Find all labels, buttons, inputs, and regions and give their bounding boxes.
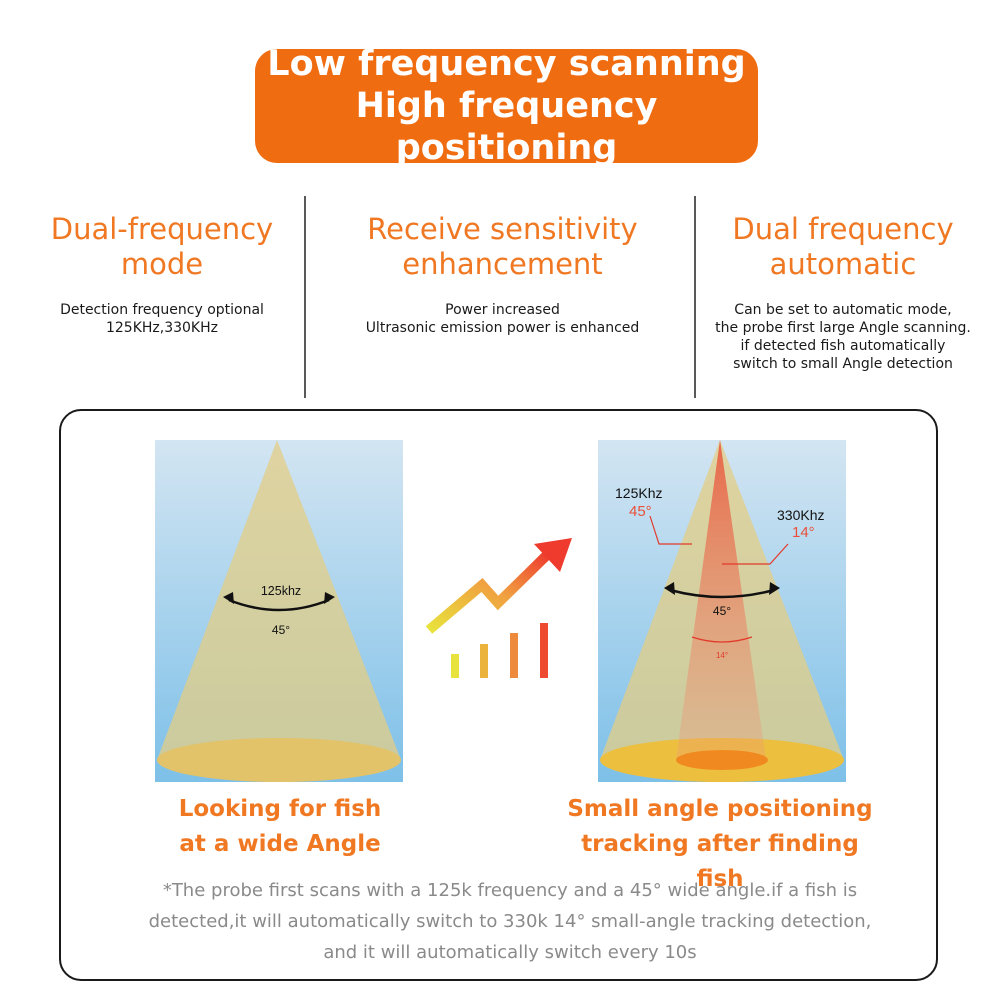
narrow-angle-arc bbox=[691, 636, 753, 643]
angle-label: 45° bbox=[272, 623, 290, 637]
caption-line-1: Looking for fish bbox=[178, 796, 382, 822]
caption-wide-angle: Looking for fish at a wide Angle bbox=[145, 792, 415, 862]
feature-desc-line: Detection frequency optional bbox=[60, 302, 264, 318]
feature-title: Dual-frequency mode bbox=[32, 212, 292, 282]
divider bbox=[304, 196, 306, 398]
arc-arrow-left bbox=[223, 592, 234, 604]
headline-line-1: Low frequency scanning bbox=[267, 44, 746, 84]
feature-title-line-1: Dual frequency bbox=[732, 212, 954, 246]
caption-line-2: tracking after finding fish bbox=[581, 831, 859, 892]
arrow-head bbox=[534, 538, 572, 572]
feature-title-line-2: enhancement bbox=[402, 247, 603, 281]
caption-line-2: at a wide Angle bbox=[179, 831, 381, 857]
feature-dual-frequency-mode: Dual-frequency mode Detection frequency … bbox=[32, 212, 292, 337]
feature-desc-line: switch to small Angle detection bbox=[733, 356, 953, 372]
seabed-ellipse bbox=[157, 738, 401, 782]
footnote-line: and it will automatically switch every 1… bbox=[323, 942, 697, 963]
feature-receive-sensitivity: Receive sensitivity enhancement Power in… bbox=[345, 212, 660, 337]
narrow-beam-cone bbox=[676, 440, 766, 760]
arc-arrow-right bbox=[769, 582, 780, 595]
divider bbox=[694, 196, 696, 398]
caption-small-angle: Small angle positioning tracking after f… bbox=[555, 792, 885, 897]
freq-low-label: 125Khz bbox=[615, 485, 662, 501]
feature-title: Receive sensitivity enhancement bbox=[345, 212, 660, 282]
arc-arrow-right bbox=[324, 592, 335, 604]
wide-angle-arc bbox=[669, 588, 775, 599]
footnote: *The probe first scans with a 125k frequ… bbox=[110, 875, 910, 968]
freq-high-label: 330Khz bbox=[777, 507, 824, 523]
headline-line-2: High frequency positioning bbox=[355, 86, 658, 168]
feature-desc-line: Power increased bbox=[445, 302, 560, 318]
arc-narrow-label: 14° bbox=[716, 651, 728, 660]
growth-arrow-icon bbox=[425, 538, 572, 678]
arrow-line bbox=[425, 550, 552, 634]
leader-line-high bbox=[722, 543, 789, 565]
feature-description: Detection frequency optional 125KHz,330K… bbox=[32, 301, 292, 337]
narrow-spot-ellipse bbox=[676, 750, 768, 770]
headline-banner: Low frequency scanning High frequency po… bbox=[255, 44, 758, 168]
bar-3 bbox=[510, 633, 518, 678]
feature-title-line-2: mode bbox=[120, 247, 204, 281]
arc-arrow-left bbox=[664, 582, 675, 595]
bar-2 bbox=[480, 644, 488, 678]
angle-high-label: 14° bbox=[792, 524, 815, 541]
arc-wide-label: 45° bbox=[713, 604, 731, 618]
freq-label: 125khz bbox=[261, 584, 301, 598]
feature-dual-frequency-automatic: Dual frequency automatic Can be set to a… bbox=[712, 212, 974, 373]
feature-desc-line: 125KHz,330KHz bbox=[105, 320, 218, 336]
footnote-line: *The probe first scans with a 125k frequ… bbox=[162, 880, 858, 901]
wide-beam-illustration: 125khz 45° bbox=[155, 440, 403, 782]
feature-description: Can be set to automatic mode, the probe … bbox=[712, 301, 974, 373]
feature-title-line-1: Dual-frequency bbox=[50, 212, 274, 246]
feature-desc-line: the probe first large Angle scanning. bbox=[715, 320, 971, 336]
feature-description: Power increased Ultrasonic emission powe… bbox=[345, 301, 660, 337]
leader-line-low bbox=[649, 515, 692, 545]
feature-title: Dual frequency automatic bbox=[712, 212, 974, 282]
bar-1 bbox=[451, 654, 459, 678]
feature-title-line-1: Receive sensitivity bbox=[367, 212, 638, 246]
angle-arc bbox=[228, 598, 330, 612]
illustration-panel bbox=[59, 409, 938, 981]
feature-desc-line: Ultrasonic emission power is enhanced bbox=[365, 320, 640, 336]
feature-title-line-2: automatic bbox=[769, 247, 917, 281]
dual-beam-illustration: 125Khz 45° 330Khz 14° 45° 14° bbox=[598, 440, 846, 782]
feature-desc-line: Can be set to automatic mode, bbox=[734, 302, 952, 318]
angle-low-label: 45° bbox=[629, 503, 652, 520]
beam-cone bbox=[157, 440, 401, 760]
bar-4 bbox=[540, 623, 548, 678]
feature-desc-line: if detected fish automatically bbox=[740, 338, 946, 354]
footnote-line: detected,it will automatically switch to… bbox=[148, 911, 872, 932]
caption-line-1: Small angle positioning bbox=[567, 796, 873, 822]
